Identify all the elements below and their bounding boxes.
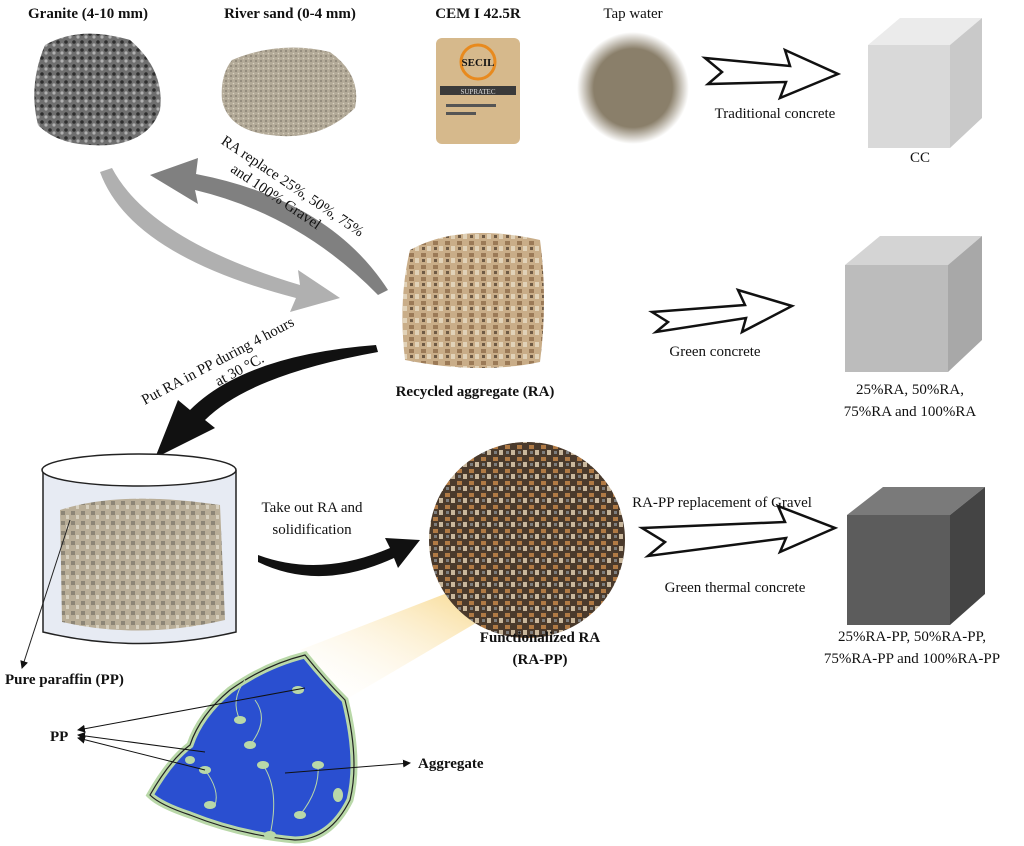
pp-pointer-1 <box>77 687 306 733</box>
cube-ra-pp <box>847 487 985 625</box>
green-thermal-concrete-label: Green thermal concrete <box>665 580 806 596</box>
functionalized-label-line1: Functionalized RA <box>480 630 601 646</box>
takeout-text-line2: solidification <box>272 522 352 538</box>
cement-label: CEM I 42.5R <box>435 6 521 22</box>
takeout-arrow <box>258 538 420 577</box>
recycled-aggregate-image <box>402 232 544 369</box>
traditional-concrete-label: Traditional concrete <box>715 106 836 122</box>
arrow-from-ra <box>150 158 388 295</box>
river-sand-image <box>221 47 357 137</box>
beaker <box>41 453 237 645</box>
river-sand-label: River sand (0-4 mm) <box>224 6 356 22</box>
cement-product: SUPRATEC <box>460 88 495 96</box>
granite-label: Granite (4-10 mm) <box>28 6 148 22</box>
aggregate-cross-section <box>145 651 358 844</box>
green-arrow <box>648 288 796 335</box>
aggregate-label: Aggregate <box>418 756 484 772</box>
tap-water-image <box>577 32 689 144</box>
pp-label: PP <box>50 729 68 745</box>
traditional-arrow <box>701 47 842 101</box>
arrow-to-ra <box>100 168 340 312</box>
ra-cube-label-line1: 25%RA, 50%RA, <box>856 382 964 398</box>
paraffin-pointer <box>20 519 71 669</box>
cube-cc <box>868 18 982 148</box>
zoom-beam <box>300 590 515 700</box>
cc-label: CC <box>910 150 930 166</box>
immersion-arrow <box>155 345 378 458</box>
functionalized-label-line2: (RA-PP) <box>513 652 568 668</box>
cube-ra <box>845 236 982 372</box>
pp-pointer-2 <box>77 731 206 753</box>
cement-bag-image: SECIL SUPRATEC <box>436 38 520 144</box>
rapp-cube-label-line2: 75%RA-PP and 100%RA-PP <box>824 651 1000 667</box>
rapp-cube-label-line1: 25%RA-PP, 50%RA-PP, <box>838 629 986 645</box>
tap-water-label: Tap water <box>603 6 662 22</box>
aggregate-pointer <box>284 759 411 774</box>
recycled-aggregate-label: Recycled aggregate (RA) <box>396 384 555 400</box>
ra-cube-label-line2: 75%RA and 100%RA <box>844 404 977 420</box>
functionalized-ra-image <box>429 442 625 638</box>
pp-pointer-3 <box>77 735 206 771</box>
rapp-replacement-label: RA-PP replacement of Gravel <box>632 495 812 511</box>
pure-paraffin-label: Pure paraffin (PP) <box>5 672 124 688</box>
thermal-arrow <box>637 503 839 558</box>
granite-image <box>34 33 161 146</box>
takeout-text-line1: Take out RA and <box>261 500 363 516</box>
green-concrete-label: Green concrete <box>669 344 761 360</box>
cement-brand: SECIL <box>461 57 494 69</box>
